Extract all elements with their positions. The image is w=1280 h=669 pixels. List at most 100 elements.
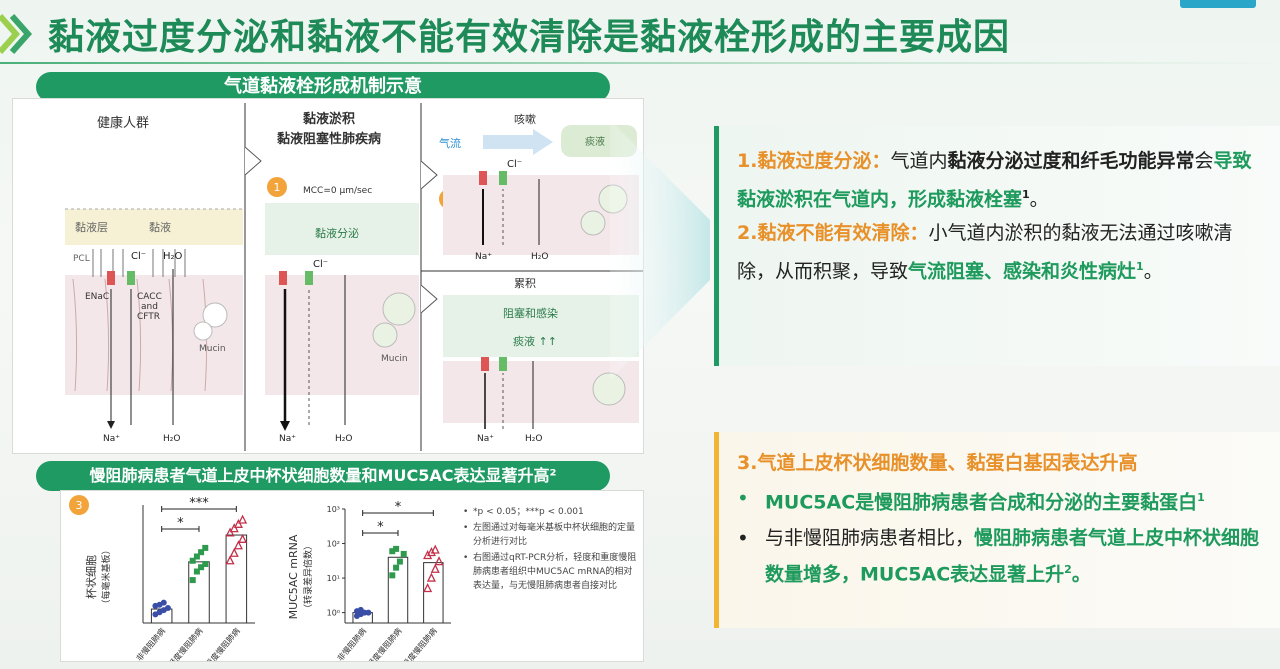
enac-label: ENaC	[85, 292, 109, 302]
data-point	[225, 527, 235, 537]
badge-3: 3	[76, 499, 83, 512]
mucus-layer-label: 黏液层	[75, 220, 108, 234]
paragraph-1: 1.黏液过度分泌：气道内黏液分泌过度和纤毛功能异常会导致黏液淤积在气道内，形成黏…	[737, 144, 1254, 216]
badge-1: 1	[274, 181, 281, 194]
significance-label: *	[395, 500, 402, 515]
mucin-label-1: Mucin	[199, 344, 226, 354]
funnel-arrow-icon	[610, 120, 710, 380]
data-point	[233, 540, 243, 550]
figure2-title: 慢阻肺病患者气道上皮中杯状细胞数量和MUC5AC表达显著升高²	[36, 461, 610, 491]
secretion-label: 黏液分泌	[315, 226, 359, 240]
data-point	[193, 568, 200, 575]
note-text: *p < 0.05；***p < 0.001	[473, 507, 584, 517]
data-point	[189, 577, 196, 584]
data-point	[396, 558, 403, 565]
bullet-1-ref: 1	[1197, 491, 1205, 504]
na-label-1: Na⁺	[103, 434, 120, 444]
bullet-1-text: MUC5AC是慢阻肺病患者合成和分泌的主要黏蛋白	[765, 491, 1198, 514]
expression-summary-box: 3.气道上皮杯状细胞数量、黏蛋白基因表达升高 • MUC5AC是慢阻肺病患者合成…	[714, 432, 1280, 628]
data-point	[202, 561, 209, 567]
note-text: 左图通过对每毫米基板中杯状细胞的定量分析进行对比	[473, 523, 636, 547]
mechanism-summary-box: 1.黏液过度分泌：气道内黏液分泌过度和纤毛功能异常会导致黏液淤积在气道内，形成黏…	[714, 126, 1280, 366]
h2o-label-2: H₂O	[335, 434, 352, 444]
x-tick-label: 非慢阻肺病	[134, 626, 167, 661]
bullet-dot-icon: •	[737, 486, 749, 510]
cl-label-1: Cl⁻	[131, 251, 146, 262]
data-point	[198, 564, 205, 571]
mucin-label-2: Mucin	[381, 354, 408, 364]
y-tick-label: 10⁰	[327, 609, 340, 618]
data-point	[389, 572, 396, 579]
data-point	[365, 609, 372, 616]
obstruct-label-a: 阻塞和感染	[503, 306, 558, 320]
na-label-4: Na⁺	[477, 434, 494, 444]
col1-title: 健康人群	[97, 115, 149, 131]
data-point	[426, 572, 436, 582]
data-point	[400, 550, 407, 557]
mcc-label: MCC=0 μm/sec	[303, 186, 372, 196]
paragraph-2: 2.黏液不能有效清除：小气道内淤积的黏液无法通过咳嗽清除，从而积聚，导致气流阻塞…	[737, 216, 1254, 288]
data-point	[238, 533, 248, 543]
y-tick-label: 10²	[327, 540, 340, 549]
note-item: •左图通过对每毫米基板中杯状细胞的定量分析进行对比	[463, 521, 639, 549]
top-corner-badge	[1180, 0, 1256, 8]
significance-label: *	[377, 520, 384, 535]
data-point	[233, 518, 243, 528]
bullet-2-ref: 2	[1064, 563, 1072, 577]
data-point	[198, 549, 205, 556]
obstruct-label-b: 痰液 ↑↑	[513, 334, 557, 348]
x-tick-label: 轻度慢阻肺病	[166, 626, 205, 661]
h2o-label-1: H₂O	[163, 251, 183, 262]
na-label-3: Na⁺	[475, 252, 492, 262]
bullet-2-end: 。	[1071, 563, 1091, 586]
data-point	[193, 553, 200, 560]
chart2-ylabel-a: MUC5AC mRNA	[287, 534, 300, 619]
chart-notes: •*p < 0.05；***p < 0.001 •左图通过对每毫米基板中杯状细胞…	[463, 505, 639, 593]
data-point	[238, 514, 248, 524]
bar	[423, 562, 444, 624]
significance-label: *	[177, 516, 184, 531]
y-tick-label: 10¹	[327, 574, 340, 583]
data-point	[225, 555, 235, 565]
x-tick-label: 重度慢阻肺病	[203, 626, 242, 661]
note-item: •*p < 0.05；***p < 0.001	[463, 507, 584, 517]
na-label-2: Na⁺	[279, 434, 296, 444]
cl-label-2: Cl⁻	[313, 259, 328, 270]
col2-title-a: 黏液淤积	[303, 111, 355, 127]
y-tick-label: 10³	[327, 505, 340, 514]
x-tick-label: 轻度慢阻肺病	[365, 626, 404, 661]
x-tick-label: 非慢阻肺病	[335, 626, 368, 661]
data-point	[423, 583, 433, 593]
data-point	[389, 548, 396, 555]
p2-text-a: 小气道内淤积的黏液无法通过咳嗽清除，从而积聚，导致	[737, 222, 1233, 283]
p2-end: 。	[1143, 260, 1163, 283]
p2-heading: 2.黏液不能有效清除：	[737, 222, 929, 245]
chart1-ylabel-a: 杯状细胞	[84, 555, 98, 599]
note-text: 右图通过qRT-PCR分析，轻度和重度慢阻肺病患者组织中MUC5AC mRNA的…	[473, 553, 637, 591]
significance-label: ***	[189, 496, 209, 511]
title-divider	[0, 62, 1280, 64]
p1-text-a: 气道内	[890, 150, 948, 172]
cacc-label-b: and	[141, 302, 158, 312]
data-point	[393, 564, 400, 571]
data-point	[189, 557, 196, 564]
data-point	[430, 563, 440, 573]
data-point	[229, 523, 239, 533]
figure1-title: 气道黏液栓形成机制示意	[36, 72, 610, 102]
data-point	[160, 599, 167, 606]
note-item: •右图通过qRT-PCR分析，轻度和重度慢阻肺病患者组织中MUC5AC mRNA…	[463, 551, 639, 593]
col2-title-b: 黏液阻塞性肺疾病	[277, 131, 381, 147]
bullet-2: • 与非慢阻肺病患者相比，慢阻肺病患者气道上皮中杯状细胞数量增多，MUC5AC表…	[737, 522, 1266, 590]
p1-heading: 1.黏液过度分泌：	[737, 150, 891, 172]
data-point	[164, 604, 171, 611]
charts-figure: 3 杯状细胞 （每毫米基板） MUC5AC mRNA （转录差异倍数） 非慢阻肺…	[60, 490, 644, 662]
h2o-label-3: H₂O	[531, 252, 548, 262]
bullet-dot-icon: •	[737, 526, 749, 551]
data-point	[229, 547, 239, 557]
p1-text-d: 导致黏液淤积在气道内，形成黏液栓塞	[737, 150, 1252, 211]
bullet-2-text-a: 与非慢阻肺病患者相比，	[765, 527, 975, 550]
data-point	[430, 544, 440, 554]
h2o-label-4: H₂O	[525, 434, 542, 444]
chart1-ylabel-b: （每毫米基板）	[100, 545, 112, 608]
